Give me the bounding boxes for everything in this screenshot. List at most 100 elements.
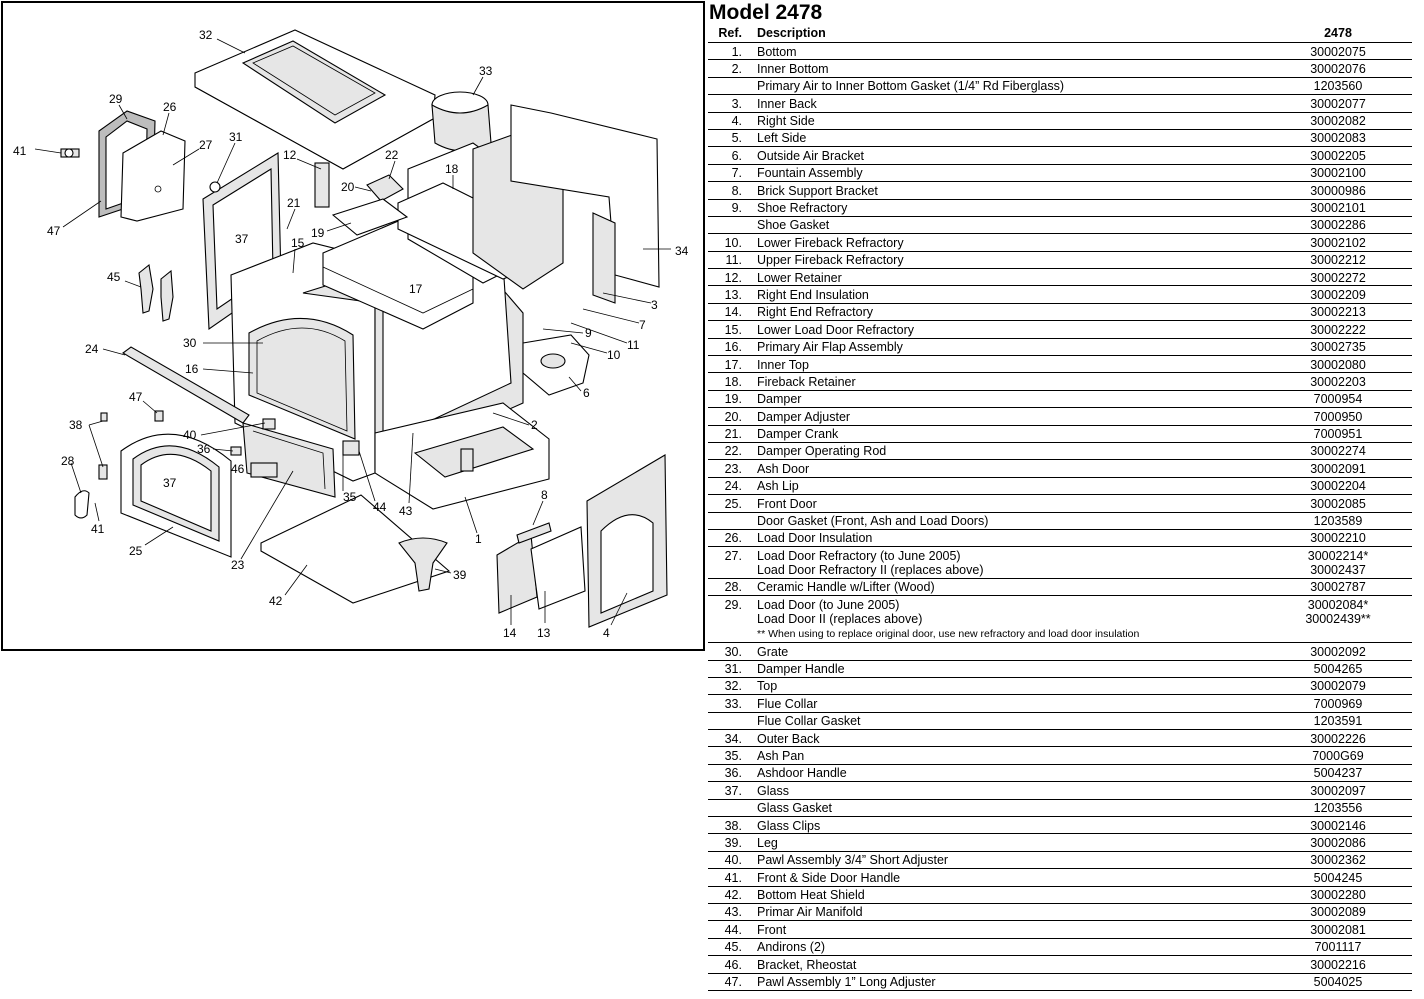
row-ref: 35.: [724, 748, 742, 763]
row-description: Right End Refractory: [757, 305, 874, 320]
callout: 25: [129, 544, 143, 558]
row-description: Ashdoor Handle: [757, 766, 847, 781]
row-part-number: 30002083: [1310, 131, 1366, 146]
row-part-number: 30002226: [1310, 731, 1366, 746]
row-ref: 28.: [724, 580, 742, 595]
row-part-number: 30002097: [1310, 783, 1366, 798]
row-ref: 13.: [724, 287, 742, 302]
row-ref: 5.: [731, 131, 742, 146]
row-ref: 6.: [731, 148, 742, 163]
row-description: Inner Top: [757, 357, 809, 372]
callout: 36: [197, 442, 211, 456]
part-damper: [314, 162, 409, 236]
row-part-number: 7000951: [1313, 427, 1363, 442]
row-part-number: 30002286: [1310, 218, 1366, 233]
callout: 44: [373, 500, 387, 514]
row-part-number: 5004265: [1313, 662, 1363, 676]
callout: 15: [291, 236, 305, 250]
row-part-number: 30002089: [1310, 905, 1366, 920]
row-ref: 1.: [731, 44, 742, 59]
row-description: Load Door II (replaces above): [757, 611, 923, 626]
row-description: Ceramic Handle w/Lifter (Wood): [757, 580, 935, 595]
row-ref: 23.: [724, 461, 742, 476]
row-ref: 14.: [724, 305, 742, 320]
row-description: Fireback Retainer: [757, 374, 856, 389]
row-part-number: 1203591: [1313, 714, 1363, 729]
header-ref: Ref.: [718, 26, 742, 40]
table-row: 5. Left Side 30002083: [708, 130, 1412, 148]
row-part-number: 30002079: [1310, 679, 1366, 694]
row-description: Load Door Insulation: [757, 531, 873, 546]
row-description: Front: [757, 922, 787, 937]
callout: 16: [185, 362, 199, 376]
part-flue-collar: [431, 91, 492, 152]
row-ref: 43.: [724, 905, 742, 920]
row-part-number: 5004245: [1313, 870, 1363, 885]
callout: 45: [107, 270, 121, 284]
row-part-number: 5004025: [1313, 975, 1363, 990]
row-part-number: 30002086: [1310, 835, 1366, 850]
row-ref: 11.: [725, 253, 742, 268]
row-description: Shoe Gasket: [757, 218, 830, 233]
row-ref: 39.: [724, 835, 742, 850]
row-ref: 26.: [724, 531, 742, 546]
row-description: Andirons (2): [757, 940, 826, 955]
row-description: Bottom: [757, 44, 797, 59]
row-description: Door Gasket (Front, Ash and Load Doors): [757, 514, 989, 529]
callout: 4: [603, 626, 610, 640]
part-end-refractory: [496, 526, 586, 614]
row-description: Leg: [757, 835, 778, 850]
row-description: Shoe Refractory: [757, 201, 848, 216]
row-description: Brick Support Bracket: [757, 183, 878, 198]
row-part-number: 7000954: [1313, 392, 1363, 407]
row-part-number: 30002439**: [1305, 611, 1371, 626]
table-row: 29.Load Door (to June 2005)Load Door II …: [708, 596, 1412, 644]
row-description: Ash Pan: [757, 748, 805, 763]
table-row: 28.Ceramic Handle w/Lifter (Wood)3000278…: [708, 579, 1412, 597]
row-ref: 15.: [724, 322, 742, 337]
row-description: Damper Crank: [757, 427, 839, 442]
row-ref: 24.: [724, 479, 742, 494]
row-ref: 42.: [724, 888, 742, 903]
part-door-handle-top: [60, 148, 80, 158]
part-ash-lip: [122, 346, 250, 424]
callout: 23: [231, 558, 245, 572]
row-description: Glass: [757, 783, 789, 798]
row-part-number: 30002437: [1310, 562, 1366, 577]
row-description: Left Side: [757, 131, 807, 146]
row-part-number: 7000G69: [1312, 748, 1364, 763]
callout: 37: [235, 232, 249, 246]
callout: 17: [409, 282, 423, 296]
callout: 18: [445, 162, 459, 176]
callout: 27: [199, 138, 213, 152]
callout: 41: [13, 144, 27, 158]
callout: 30: [183, 336, 197, 350]
row-ref: 2.: [731, 61, 742, 76]
row-part-number: 30002203: [1310, 374, 1366, 389]
table-row: 35. Ash Pan 7000G69: [708, 747, 1412, 765]
part-heat-shield: [260, 494, 451, 604]
row-ref: 30.: [724, 644, 742, 659]
row-description: Front Door: [757, 496, 817, 511]
row-part-number: 30002213: [1310, 305, 1366, 320]
row-description: Damper Operating Rod: [757, 444, 887, 459]
header-description: Description: [757, 26, 826, 40]
table-row: Primary Air to Inner Bottom Gasket (1/4”…: [708, 78, 1412, 96]
